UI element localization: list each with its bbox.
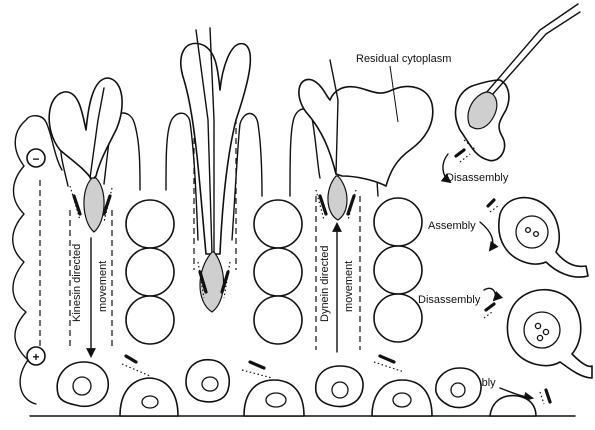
kinesin-label-line1: Kinesin directed: [71, 244, 83, 322]
sertoli-cell-outline: [12, 108, 379, 405]
spermatid-1: [48, 77, 123, 233]
right-cell-lower: [506, 289, 593, 379]
plus-pole: +: [26, 346, 46, 366]
disassembly-mid-label: Disassembly: [418, 294, 481, 306]
dynein-label: Dynein directed: [319, 246, 331, 322]
residual-cytoplasm-pointer: [389, 65, 399, 123]
right-cell-upper: [498, 196, 589, 278]
residual-cytoplasm-label: Residual cytoplasm: [356, 53, 451, 65]
spermatid-2: [180, 27, 252, 313]
spermatid-4: [454, 3, 581, 162]
round-spermatid-column-4: [373, 197, 423, 343]
assembly-top-label: Assembly: [428, 220, 476, 232]
plus-sign-label: +: [32, 350, 39, 364]
disassembly-top-label: Disassembly: [446, 172, 509, 184]
right-fragments: [454, 148, 552, 405]
kinesin-label: Kinesin directed: [71, 244, 83, 322]
dynein-label-line1: Dynein directed: [319, 246, 331, 322]
flow-arrows: [440, 153, 534, 402]
bottom-cells: [56, 354, 537, 417]
kinesin-label-2: movement: [97, 261, 109, 312]
dashed-guides: [39, 118, 361, 356]
dynein-label-2: movement: [343, 261, 355, 312]
round-spermatid-column-3: [253, 199, 303, 345]
spermatid-3: [298, 59, 434, 221]
minus-pole: −: [26, 148, 46, 168]
kinesin-label-line2: movement: [97, 261, 109, 312]
minus-sign-label: −: [32, 152, 39, 166]
round-spermatid-column-2: [125, 199, 175, 345]
dynein-label-line2: movement: [343, 261, 355, 312]
